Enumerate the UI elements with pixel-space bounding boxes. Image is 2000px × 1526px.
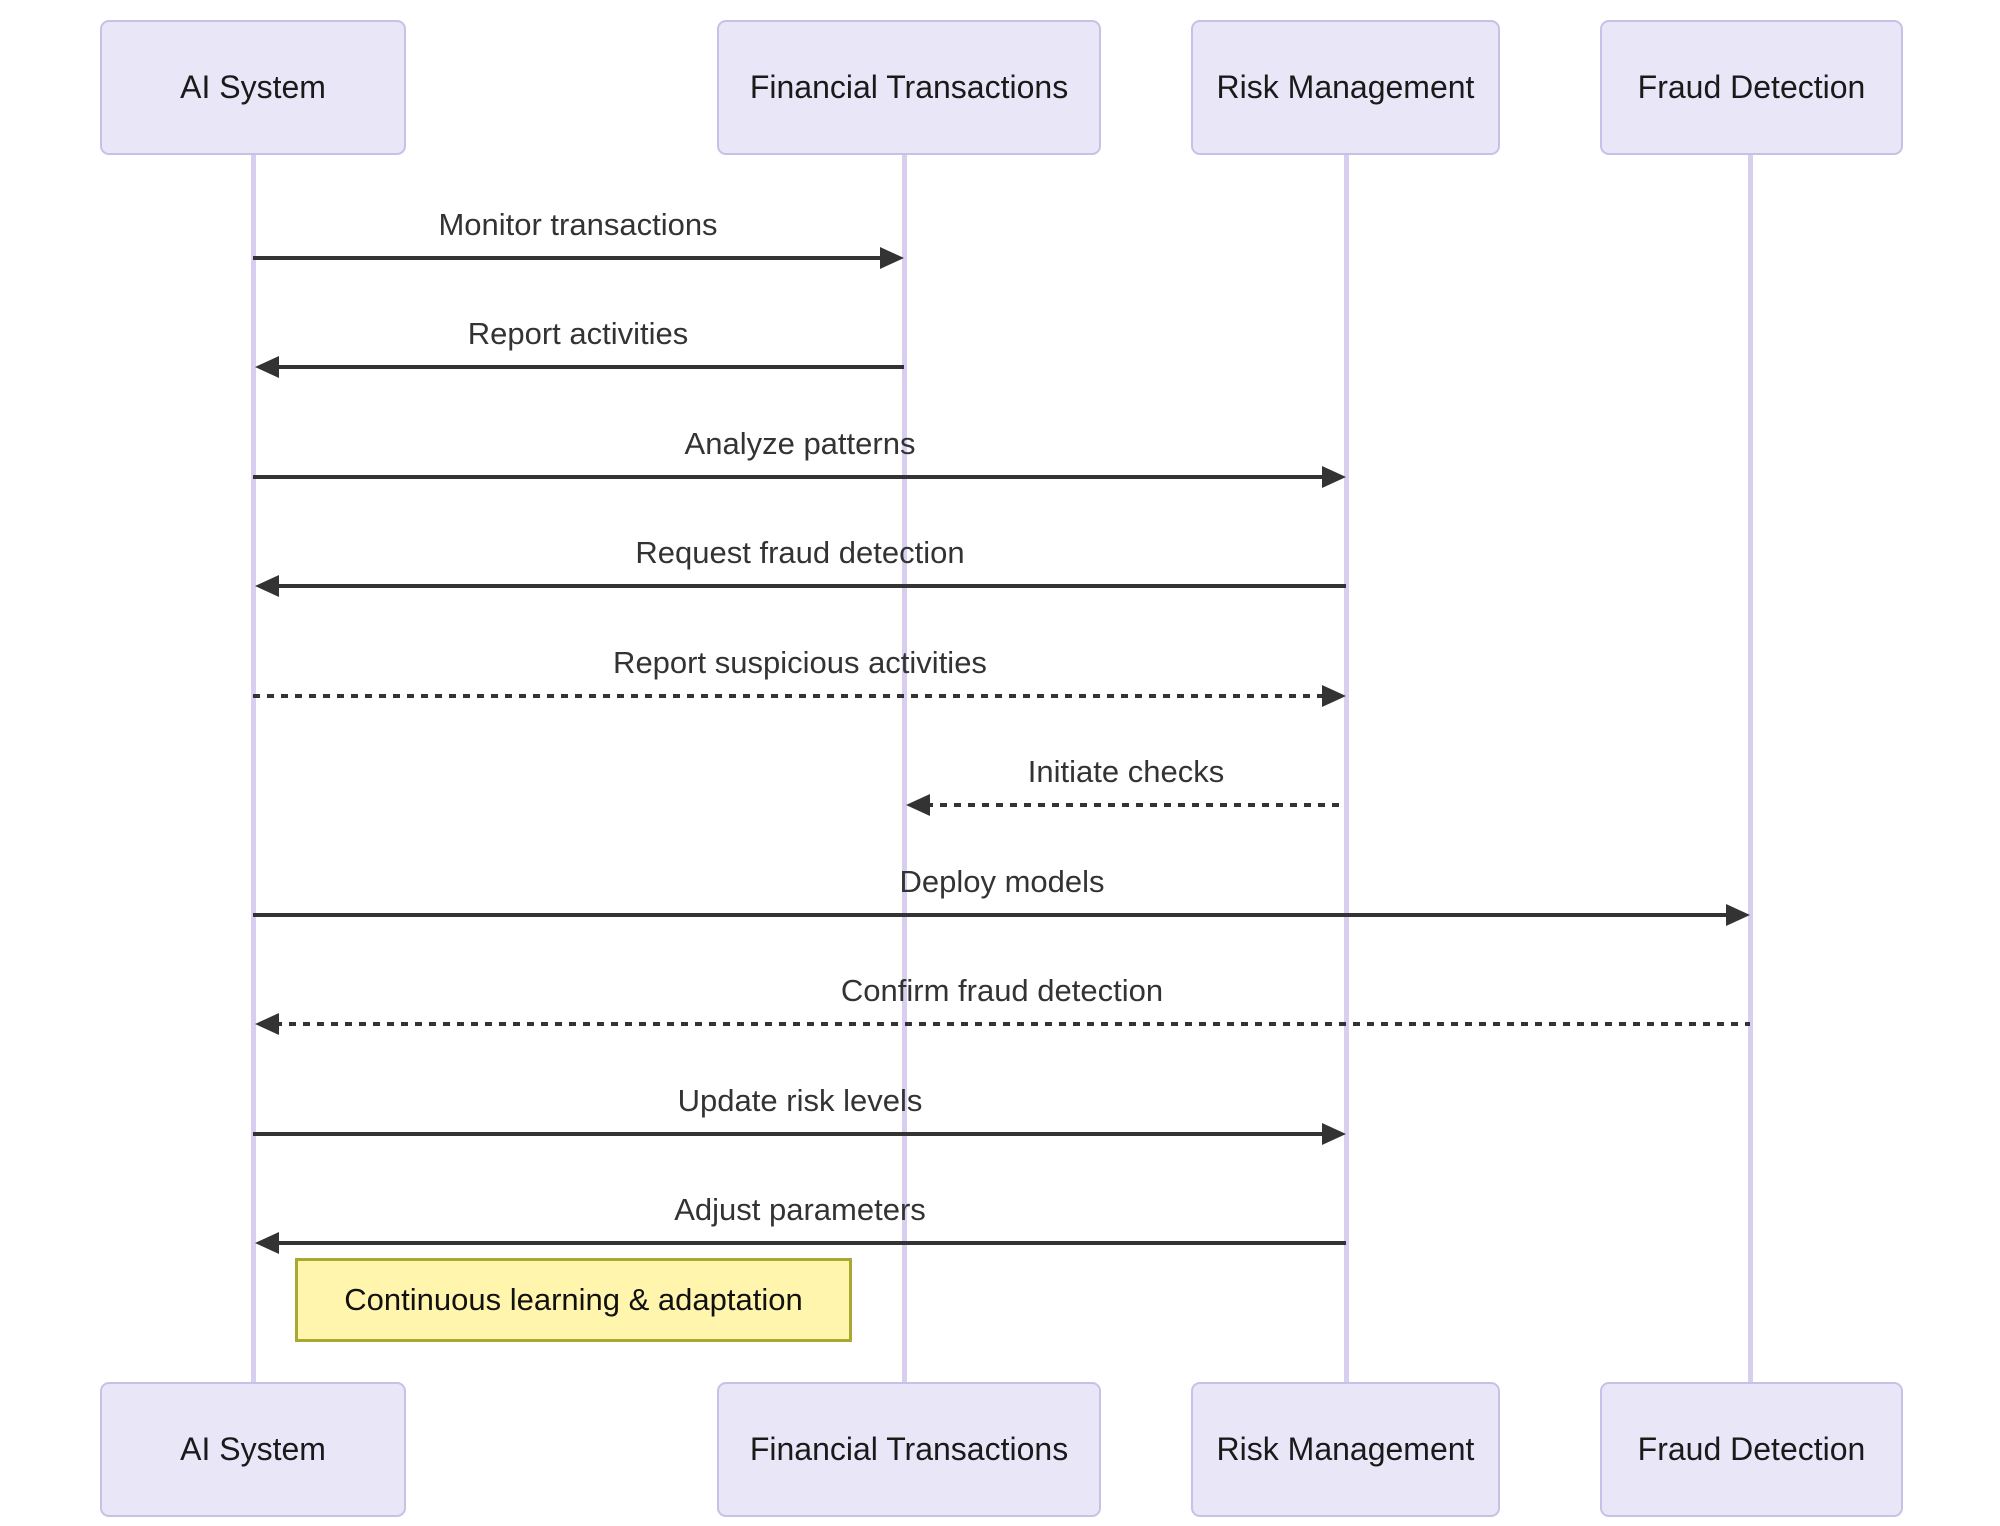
- message-label: Analyze patterns: [684, 426, 916, 461]
- lifeline-fraud-detection: [1748, 155, 1753, 1382]
- message-arrow-left: [255, 1232, 1346, 1254]
- actor-box-fraud-detection-top: Fraud Detection: [1600, 20, 1903, 155]
- arrow-line: [275, 584, 1346, 588]
- lifeline-ai-system: [251, 155, 256, 1382]
- message-arrow-right: [253, 904, 1750, 926]
- arrowhead-icon: [255, 356, 279, 378]
- message-arrow-left-dashed: [255, 1013, 1750, 1035]
- arrowhead-icon: [906, 794, 930, 816]
- actor-box-ai-system-top: AI System: [100, 20, 406, 155]
- message-arrow-right: [253, 1123, 1346, 1145]
- message-label: Confirm fraud detection: [840, 973, 1164, 1008]
- arrow-line: [275, 1241, 1346, 1245]
- actor-box-financial-transactions-top: Financial Transactions: [717, 20, 1101, 155]
- actor-box-ai-system-bottom: AI System: [100, 1382, 406, 1517]
- arrowhead-icon: [1322, 466, 1346, 488]
- actor-label-fraud-detection: Fraud Detection: [1637, 1431, 1866, 1467]
- actor-label-financial-transactions: Financial Transactions: [749, 69, 1069, 105]
- arrowhead-icon: [1322, 685, 1346, 707]
- actor-box-fraud-detection-bottom: Fraud Detection: [1600, 1382, 1903, 1517]
- arrow-line: [253, 1132, 1326, 1136]
- arrowhead-icon: [1726, 904, 1750, 926]
- arrow-line: [275, 1022, 1750, 1026]
- message-arrow-right: [253, 466, 1346, 488]
- arrowhead-icon: [1322, 1123, 1346, 1145]
- arrow-line: [253, 256, 884, 260]
- actor-box-financial-transactions-bottom: Financial Transactions: [717, 1382, 1101, 1517]
- arrowhead-icon: [880, 247, 904, 269]
- actor-label-ai-system: AI System: [180, 69, 326, 105]
- actor-label-ai-system: AI System: [180, 1431, 326, 1467]
- actor-label-risk-management: Risk Management: [1216, 1431, 1475, 1467]
- message-label: Deploy models: [899, 864, 1105, 899]
- message-arrow-right: [253, 247, 904, 269]
- arrow-line: [253, 913, 1730, 917]
- arrowhead-icon: [255, 1013, 279, 1035]
- arrow-line: [275, 365, 904, 369]
- message-label: Report suspicious activities: [613, 645, 987, 680]
- actor-label-fraud-detection: Fraud Detection: [1637, 69, 1866, 105]
- lifeline-financial-transactions: [902, 155, 907, 1382]
- arrowhead-icon: [255, 575, 279, 597]
- message-label: Adjust parameters: [674, 1192, 926, 1227]
- message-arrow-left-dashed: [906, 794, 1346, 816]
- actor-box-risk-management-top: Risk Management: [1191, 20, 1500, 155]
- message-label: Initiate checks: [1027, 754, 1225, 789]
- actor-box-risk-management-bottom: Risk Management: [1191, 1382, 1500, 1517]
- note-text: Continuous learning & adaptation: [344, 1282, 803, 1317]
- message-label: Monitor transactions: [438, 207, 718, 242]
- note-box: Continuous learning & adaptation: [295, 1258, 852, 1342]
- arrow-line: [253, 475, 1326, 479]
- actor-label-risk-management: Risk Management: [1216, 69, 1475, 105]
- message-label: Update risk levels: [677, 1083, 923, 1118]
- message-arrow-left: [255, 575, 1346, 597]
- message-label: Request fraud detection: [635, 535, 965, 570]
- lifeline-risk-management: [1344, 155, 1349, 1382]
- arrow-line: [926, 803, 1346, 807]
- message-label: Report activities: [467, 316, 689, 351]
- arrowhead-icon: [255, 1232, 279, 1254]
- actor-label-financial-transactions: Financial Transactions: [749, 1431, 1069, 1467]
- message-arrow-right-dashed: [253, 685, 1346, 707]
- arrow-line: [253, 694, 1326, 698]
- message-arrow-left: [255, 356, 904, 378]
